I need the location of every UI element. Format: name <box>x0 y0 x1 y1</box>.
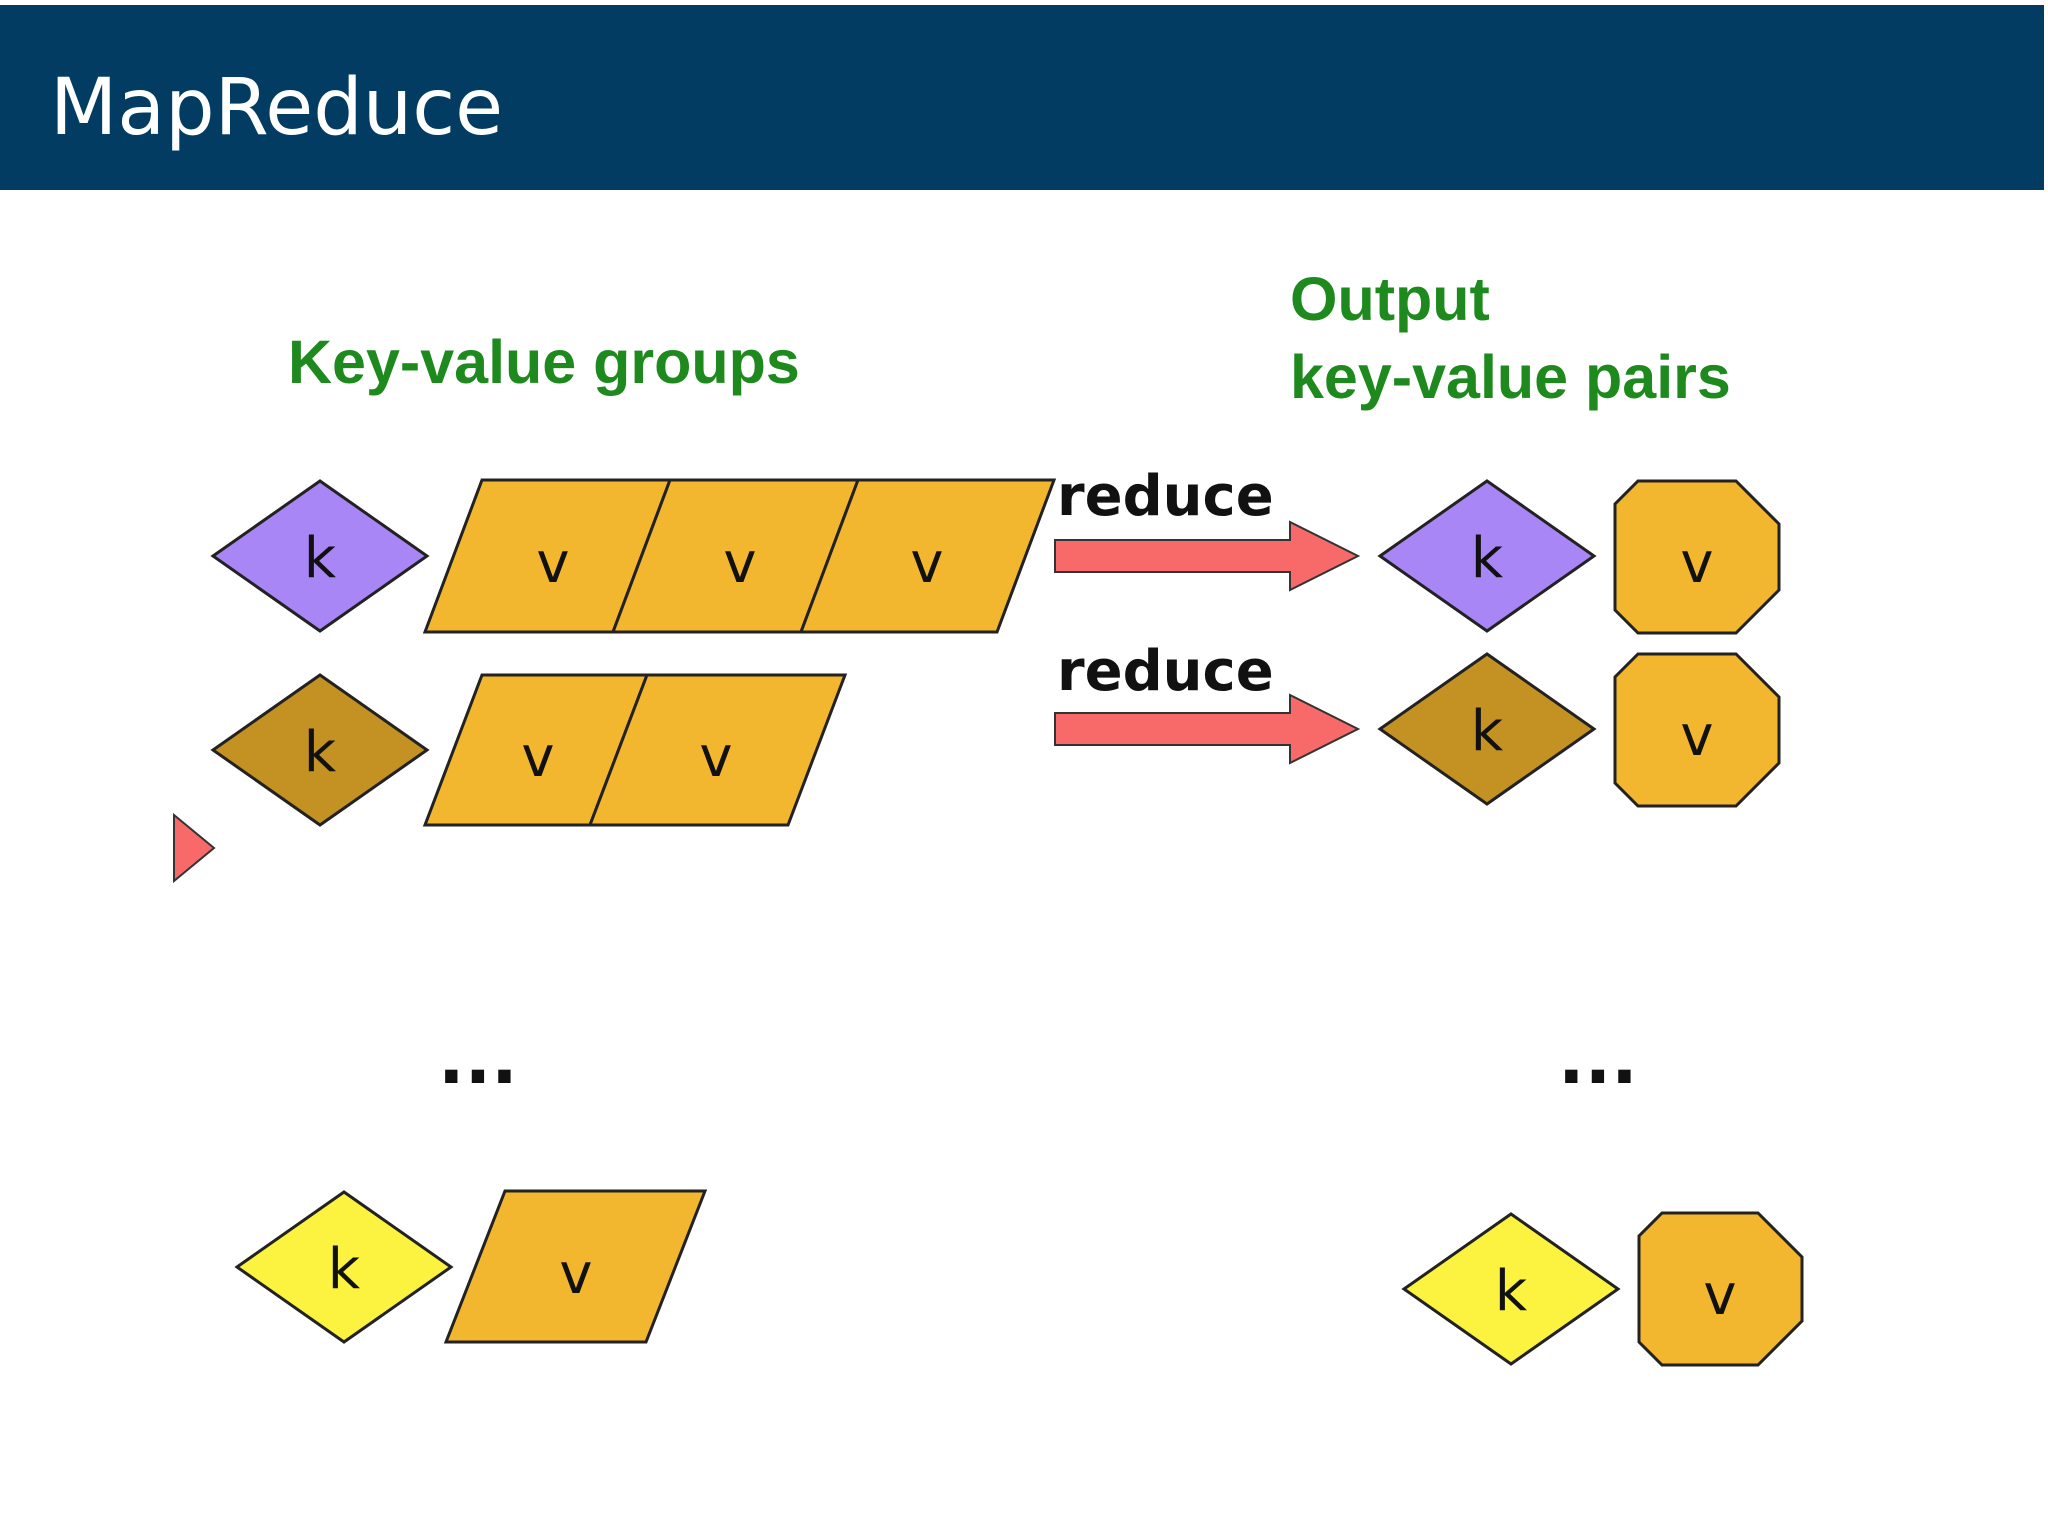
output-3-key-diamond <box>1401 1212 1621 1366</box>
outputs-ellipsis: ... <box>1558 1018 1638 1100</box>
output-2-key-diamond <box>1377 652 1597 806</box>
group-2-value-label: v <box>699 725 732 790</box>
output-3-key-label: k <box>1495 1259 1528 1324</box>
reduce-arrow-2 <box>1054 693 1361 765</box>
output-2-value-label: v <box>1680 704 1713 769</box>
output-1-value-label: v <box>1680 531 1713 596</box>
group-2-key-diamond <box>210 673 430 827</box>
key-value-groups-heading: Key-value groups <box>288 328 800 396</box>
group-1-value-label: v <box>910 531 943 596</box>
output-1-value-octagon <box>1613 479 1781 635</box>
output-2-key-label: k <box>1471 699 1504 764</box>
title-bar: MapReduce <box>0 5 2044 190</box>
reduce-label-2: reduce <box>1057 639 1274 704</box>
group-3-key-diamond <box>234 1190 454 1344</box>
group-1-value-label: v <box>536 531 569 596</box>
group-1-key-diamond <box>210 479 430 633</box>
group-2-key-label: k <box>304 720 337 785</box>
group-1-key-label: k <box>304 526 337 591</box>
group-3-value-parallelogram <box>443 1189 708 1344</box>
output-2-value-octagon <box>1613 652 1781 808</box>
output-1-key-diamond <box>1377 479 1597 633</box>
reduce-label-1: reduce <box>1057 464 1274 529</box>
group-3-value-label: v <box>559 1242 592 1307</box>
output-heading: Output <box>1290 265 1490 333</box>
group-2-value-label: v <box>521 725 554 790</box>
output-3-value-octagon <box>1637 1211 1804 1367</box>
output-3-value-label: v <box>1703 1263 1736 1328</box>
group-1-value-label: v <box>723 531 756 596</box>
groups-ellipsis: ... <box>438 1018 518 1100</box>
partial-arrow-head <box>173 812 216 884</box>
output-1-key-label: k <box>1471 526 1504 591</box>
reduce-arrow-1 <box>1054 520 1361 592</box>
group-1-value-parallelogram <box>798 478 1057 634</box>
slide-title: MapReduce <box>50 63 504 153</box>
output-pairs-heading: key-value pairs <box>1290 343 1731 411</box>
group-2-value-parallelogram <box>587 673 848 827</box>
group-3-key-label: k <box>328 1237 361 1302</box>
